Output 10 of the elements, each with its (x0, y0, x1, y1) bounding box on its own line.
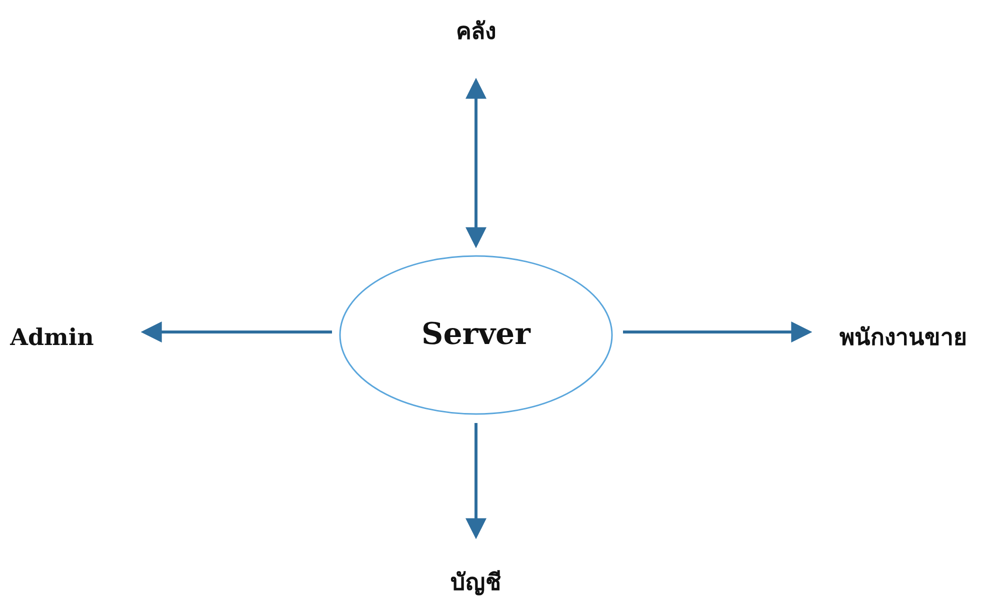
arrow (140, 322, 332, 342)
role-label: คลัง (441, 12, 511, 52)
server-ellipse (339, 255, 613, 415)
arrow (466, 423, 486, 540)
role-label: Admin (10, 321, 94, 355)
role-label: พนักงานขาย (823, 318, 983, 358)
server-label: Server (422, 317, 530, 353)
arrow (623, 322, 812, 342)
double-arrow (466, 78, 486, 248)
role-label: บัญชี (441, 563, 511, 603)
